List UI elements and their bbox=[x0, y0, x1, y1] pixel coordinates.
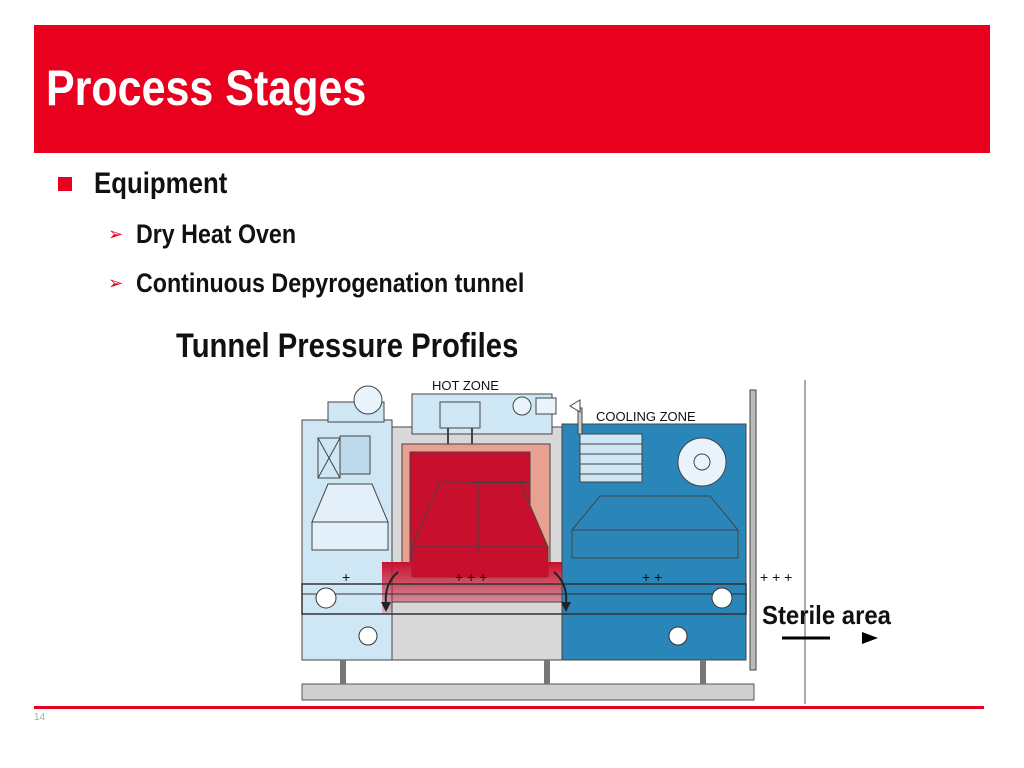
conveyor-pulley-right bbox=[711, 587, 733, 609]
conveyor-belt bbox=[301, 583, 747, 615]
hot-zone-blower bbox=[411, 393, 553, 435]
sub-bullet-dry-heat-oven: ➢ Dry Heat Oven bbox=[108, 219, 322, 249]
bullet-equipment: Equipment bbox=[58, 167, 249, 200]
page-number: 14 bbox=[34, 712, 46, 723]
pressure-outlet: + + + bbox=[760, 569, 792, 585]
inlet-motor bbox=[339, 435, 371, 475]
diagram-title: Tunnel Pressure Profiles bbox=[176, 327, 519, 365]
tunnel-diagram: HOT ZONE COOLING ZONE + + + + + + + + + bbox=[301, 378, 830, 704]
sterile-area-label: Sterile area bbox=[762, 600, 892, 630]
conveyor-pulley-left bbox=[315, 587, 337, 609]
arrow-bullet-icon: ➢ bbox=[108, 272, 124, 293]
cooling-coil bbox=[579, 433, 643, 483]
square-bullet-icon bbox=[58, 177, 72, 191]
inlet-fan-icon bbox=[353, 385, 383, 415]
pressure-inlet: + bbox=[342, 569, 350, 585]
sub-bullet-depyrogenation-tunnel: ➢ Continuous Depyrogenation tunnel bbox=[108, 268, 587, 298]
airflow-arrow-right bbox=[553, 571, 568, 605]
airflow-arrow-left bbox=[384, 571, 399, 605]
footer-line bbox=[34, 706, 984, 709]
slide-title: Process Stages bbox=[46, 60, 367, 116]
arrow-head-icon bbox=[862, 632, 878, 644]
sub-bullet-text: Continuous Depyrogenation tunnel bbox=[136, 267, 525, 298]
cooling-zone-label: COOLING ZONE bbox=[596, 409, 696, 424]
arrow-bullet-icon: ➢ bbox=[108, 223, 124, 244]
title-bar: Process Stages bbox=[34, 25, 990, 153]
sub-bullet-text: Dry Heat Oven bbox=[136, 218, 297, 249]
cooling-fan-icon bbox=[677, 437, 727, 487]
bullet-text: Equipment bbox=[94, 167, 228, 200]
cooling-zone-wall bbox=[749, 389, 757, 671]
base-plate bbox=[301, 683, 755, 701]
pressure-hot-zone: + + + bbox=[455, 569, 487, 585]
hot-zone-label: HOT ZONE bbox=[432, 378, 499, 393]
pressure-cooling-zone: + + bbox=[642, 569, 662, 585]
